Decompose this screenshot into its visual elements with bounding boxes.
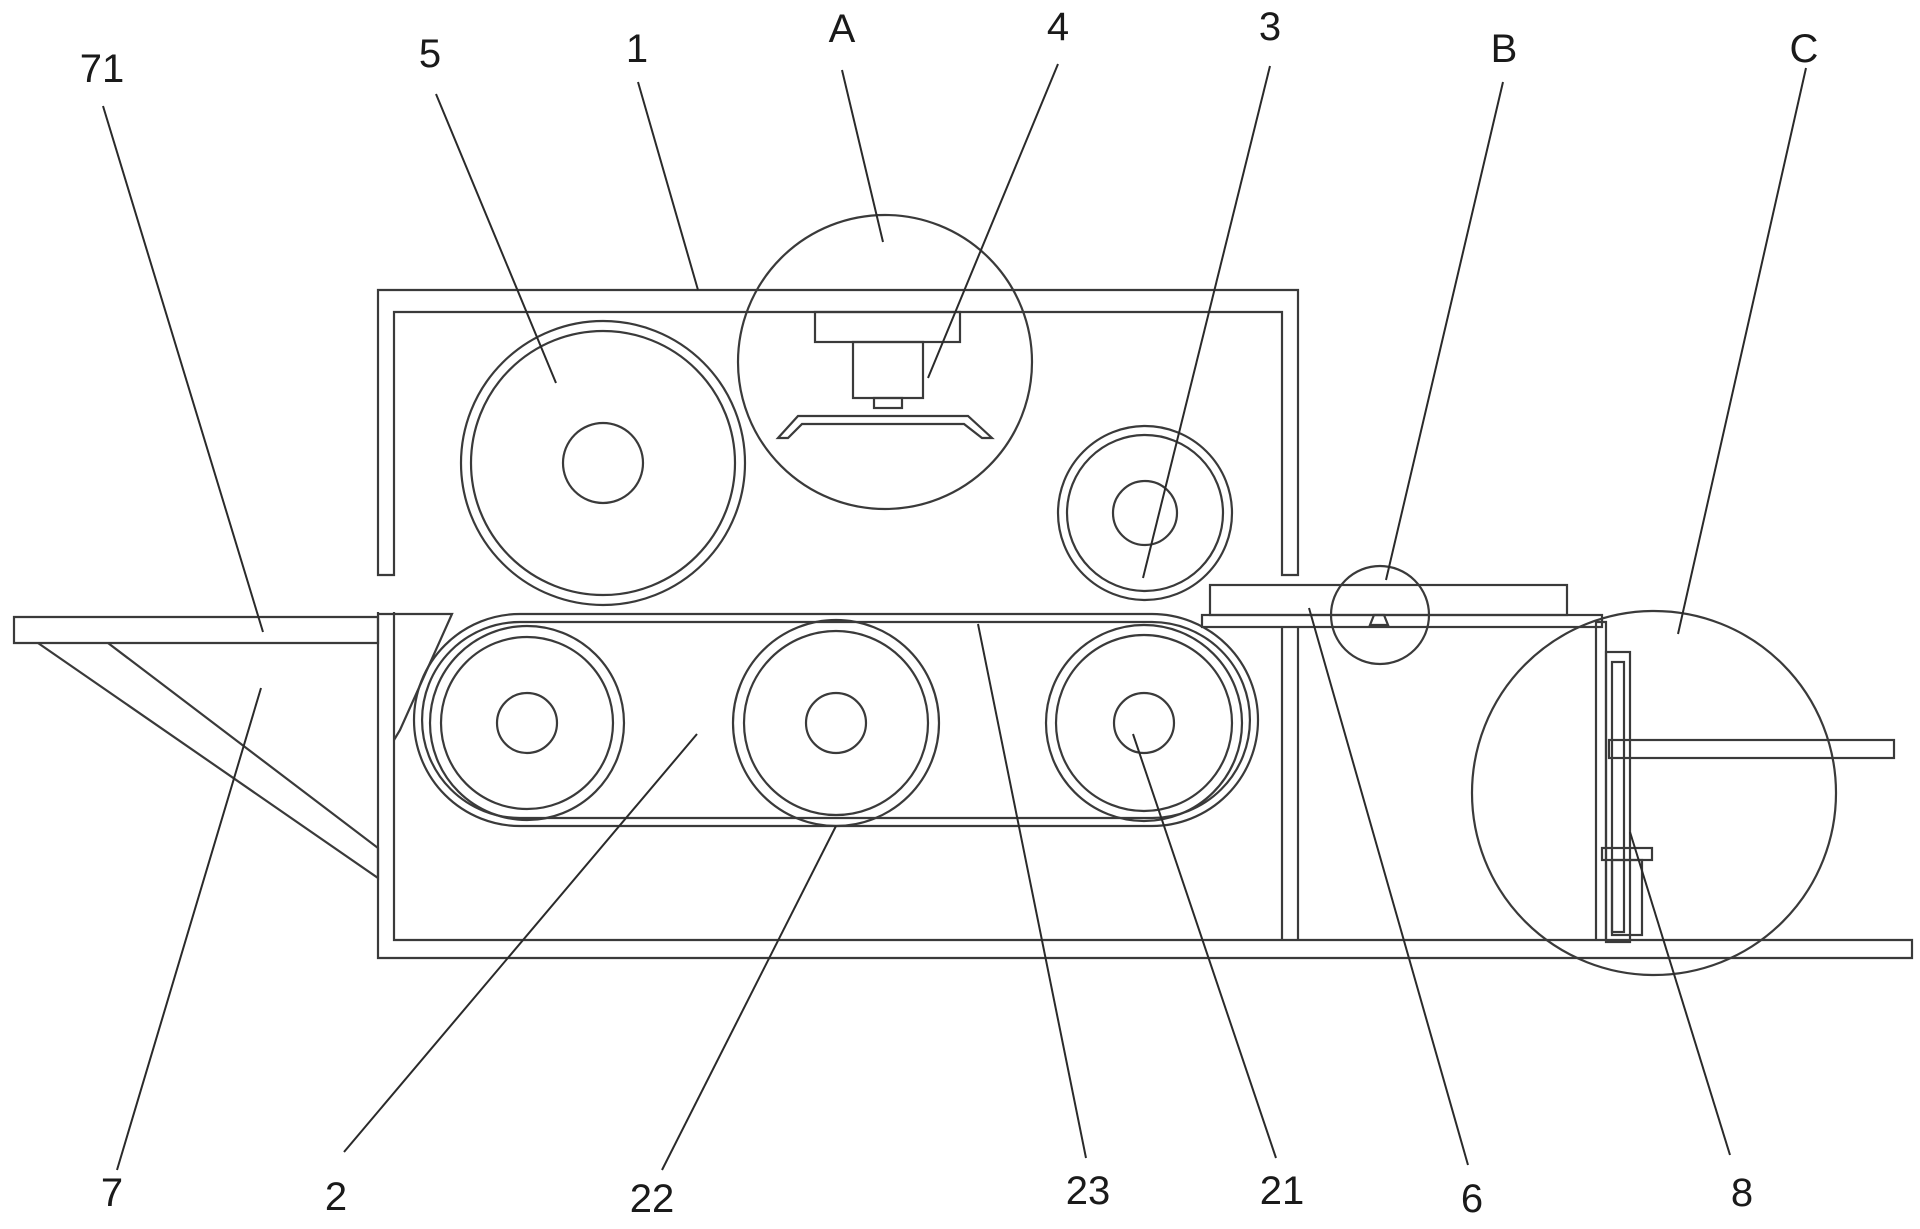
- label-5: 5: [419, 32, 441, 76]
- label-8: 8: [1731, 1171, 1753, 1215]
- detail-circle-a: [736, 213, 1034, 511]
- small-roller: [1056, 424, 1234, 602]
- conveyor-roller-left: [428, 624, 626, 822]
- label-3: 3: [1259, 5, 1281, 49]
- label-b: B: [1491, 27, 1518, 71]
- label-6: 6: [1461, 1177, 1483, 1221]
- main-frame: [376, 612, 1914, 960]
- feed-chute: [12, 612, 454, 881]
- label-a: A: [829, 7, 856, 51]
- label-7: 7: [101, 1171, 123, 1215]
- part-labels: 71 5 1 A 4 3 B C 7 2 22 23 21 6 8: [80, 5, 1819, 1221]
- label-4: 4: [1047, 5, 1069, 49]
- label-71: 71: [80, 47, 125, 91]
- label-2: 2: [325, 1175, 347, 1219]
- label-c: C: [1790, 27, 1819, 71]
- top-cover: [376, 288, 1300, 577]
- label-23: 23: [1066, 1169, 1111, 1213]
- conveyor-belt: [412, 612, 1260, 828]
- output-platform: [1200, 583, 1604, 629]
- conveyor-roller-right: [1044, 623, 1244, 823]
- label-21: 21: [1260, 1169, 1305, 1213]
- label-22: 22: [630, 1177, 675, 1221]
- large-roller: [459, 319, 747, 607]
- conveyor-roller-middle: [731, 618, 941, 828]
- detail-circle-c: [1470, 609, 1896, 977]
- label-1: 1: [626, 27, 648, 71]
- detail-circle-b: [1329, 564, 1431, 666]
- leader-lines: [102, 63, 1807, 1171]
